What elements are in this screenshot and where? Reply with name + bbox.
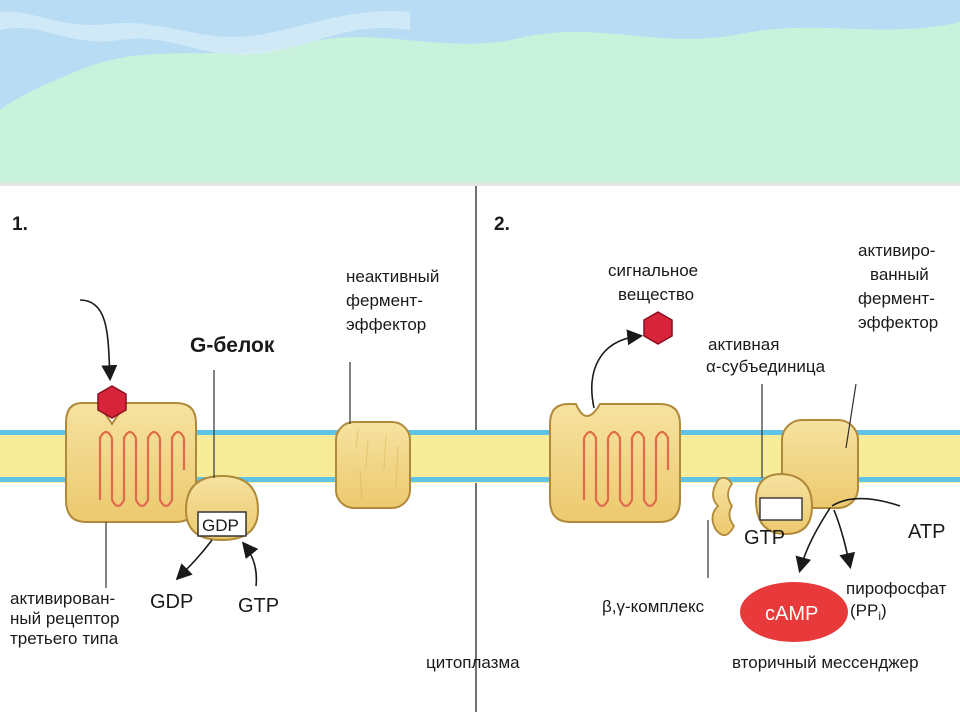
camp-output-arrow — [795, 507, 831, 574]
alpha-subunit-label: активная α-субъединица — [706, 335, 826, 376]
cytoplasm-label: цитоплазма — [426, 653, 520, 672]
camp-label: cAMP — [765, 603, 818, 625]
pyrophosphate-label: пирофосфат (PPi) — [846, 579, 951, 623]
receptor-1 — [65, 402, 197, 523]
ppi-output-arrow — [833, 509, 856, 570]
active-enzyme-label: активиро- ванный фермент- эффектор — [858, 241, 940, 332]
gdp-bound-label: GDP — [202, 516, 239, 535]
beta-gamma-label: β,γ-комплекс — [602, 597, 705, 616]
gtp-bound-label: GTP — [744, 527, 785, 549]
panel2-number: 2. — [494, 214, 510, 235]
panel1-number: 1. — [12, 214, 28, 235]
signal-molecule-bound — [97, 385, 127, 419]
inactive-enzyme-label: неактивный фермент- эффектор — [346, 267, 444, 334]
header-band — [0, 0, 960, 186]
atp-label: ATP — [908, 521, 945, 543]
signal-arrow-1 — [79, 299, 118, 382]
atp-input-line — [831, 497, 901, 507]
receptor-2 — [549, 403, 681, 523]
gtp-in-label: GTP — [238, 595, 279, 617]
receptor-label: активирован- ный рецептор третьего типа — [10, 589, 124, 648]
camp-ellipse — [740, 582, 848, 642]
signal-molecule-free — [643, 311, 673, 345]
gtp-binding-arrow — [242, 541, 259, 587]
gdp-out-label: GDP — [150, 591, 193, 613]
signal-label: сигнальное вещество — [608, 261, 703, 304]
inactive-enzyme — [335, 421, 411, 509]
second-messenger-label: вторичный мессенджер — [732, 653, 919, 672]
gdp-release-arrow — [175, 539, 213, 581]
g-protein-label: G-белок — [190, 334, 275, 357]
g-protein-1 — [184, 474, 260, 542]
alpha-subunit-active — [754, 472, 814, 536]
beta-gamma-complex — [711, 476, 736, 536]
enzyme-pointer-2 — [845, 383, 857, 449]
signal-release-arrow — [591, 329, 644, 409]
